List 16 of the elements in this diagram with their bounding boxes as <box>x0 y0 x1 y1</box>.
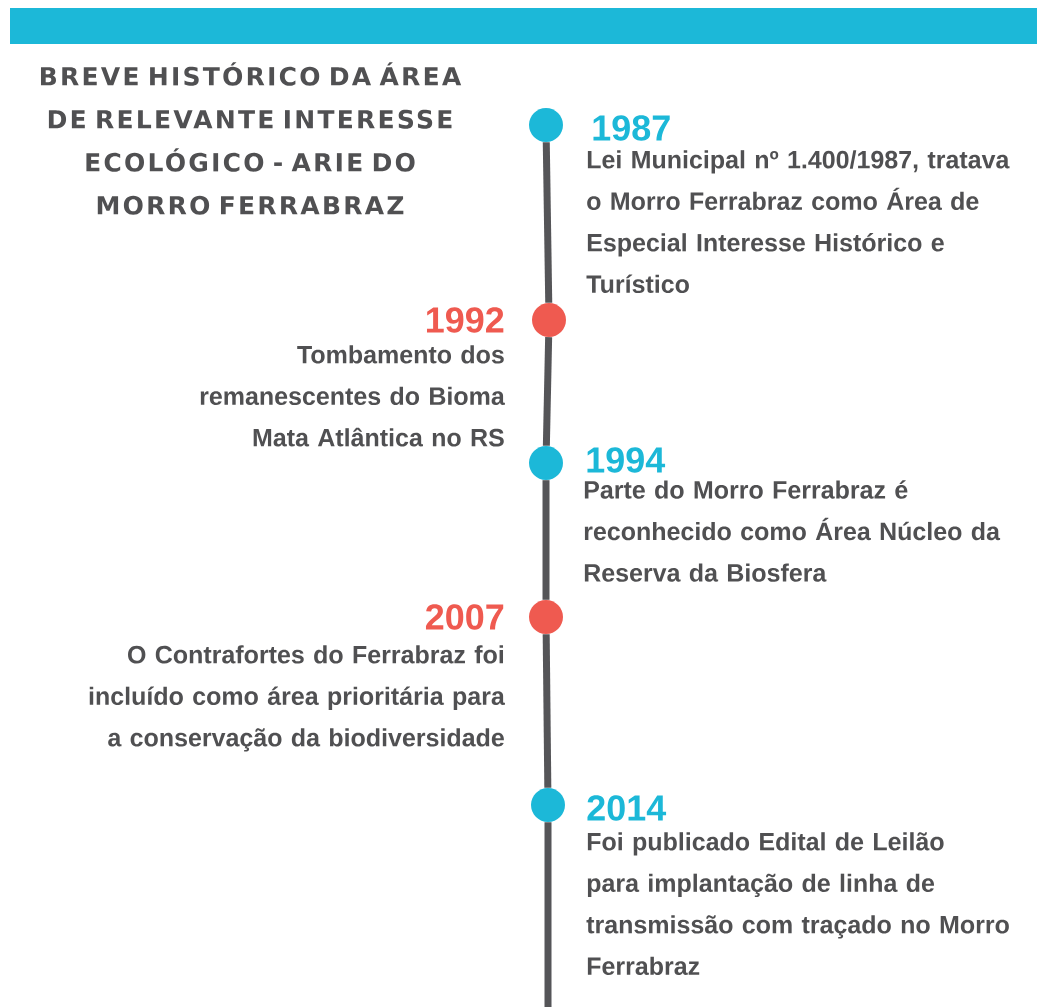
timeline-dot <box>531 788 565 822</box>
year-label: 1987 <box>593 115 670 141</box>
timeline-dot <box>532 303 566 337</box>
event-description: O Contrafortes do Ferrabraz foi incluído como área prioritária para a conservação da biodiversidade <box>89 645 505 752</box>
title: BREVE HISTÓRICO DA ÁREA DE RELEVANTE INTERESSE ECOLÓGICO - ARIE DO MORRO FERRABRAZ <box>41 62 462 215</box>
event-description: Foi publicado Edital de Leilão para implantação de linha de transmissão com traçado no Morro Ferrabraz <box>586 832 1009 976</box>
timeline-dot <box>529 108 563 142</box>
year-label: 2007 <box>425 604 504 630</box>
timeline-dot <box>529 600 563 634</box>
event-description: Lei Municipal nº 1.400/1987, tratava o Morro Ferrabraz como Área de Especial Interesse Histórico e Turístico <box>586 150 1010 294</box>
event-description: Parte do Morro Ferrabraz é reconhecido como Área Núcleo da Reserva da Biosfera <box>584 480 1001 582</box>
year-label: 1992 <box>427 307 504 333</box>
year-label: 1994 <box>587 447 666 473</box>
event-description: Tombamento dos remanescentes do Bioma Mata Atlântica no RS <box>200 345 505 447</box>
year-label: 2014 <box>587 795 667 821</box>
timeline-dot <box>529 446 563 480</box>
